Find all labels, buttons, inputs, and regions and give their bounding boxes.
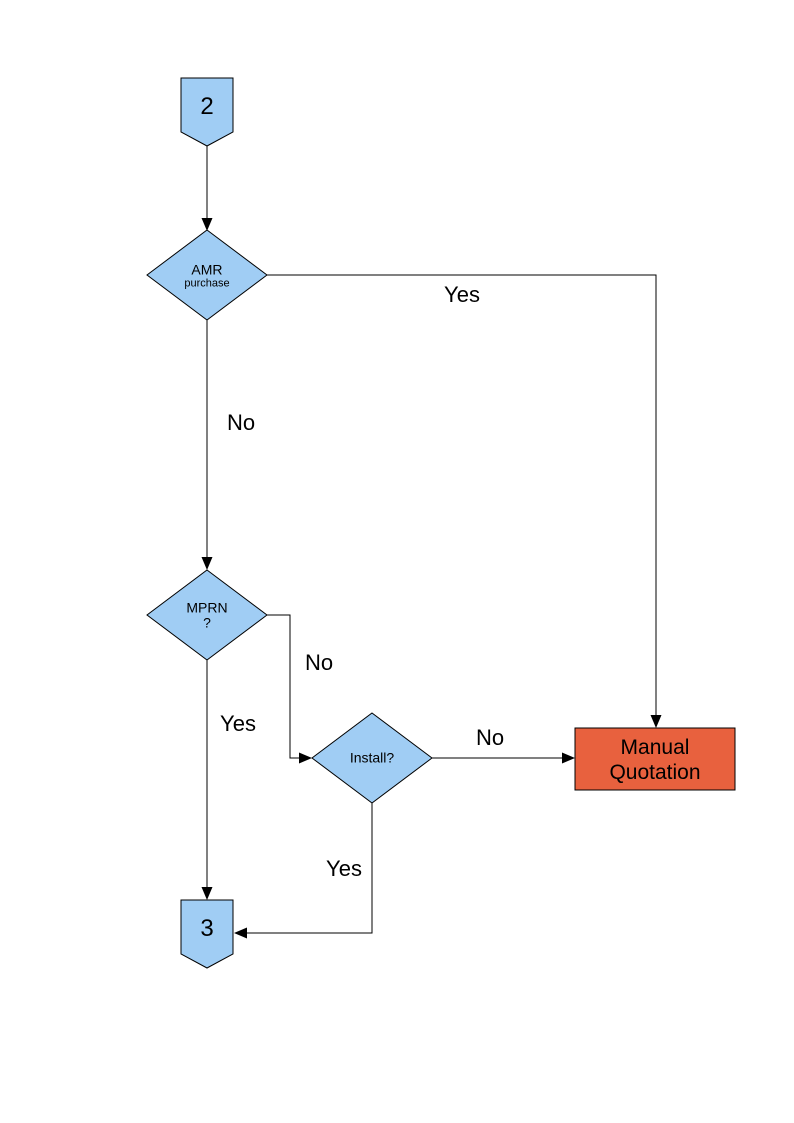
edge-label-mprn-yes: Yes <box>220 710 256 736</box>
off-page-connector-3-label: 3 <box>200 914 214 942</box>
arrowhead-left-connector3 <box>234 927 247 939</box>
decision-install-shape <box>311 712 433 804</box>
edge-label-amr-yes: Yes <box>444 281 480 307</box>
edge-mprn-no-to-install <box>267 614 301 759</box>
mprn-label-line1: MPRN <box>186 599 228 616</box>
edge-label-mprn-no: No <box>304 649 334 675</box>
edge-label-install-yes: Yes <box>326 855 362 881</box>
off-page-connector-3-shape <box>180 899 234 969</box>
amr-label-line1: AMR <box>191 261 223 278</box>
amr-label-line2: purchase <box>184 277 230 290</box>
manual-quotation-box-shape <box>574 727 736 791</box>
edge-amr-yes-to-manual-quotation <box>267 274 657 717</box>
manual-quotation-label: Manual Quotation <box>609 735 700 785</box>
arrowhead-right-manual-quotation <box>562 752 575 764</box>
arrowhead-down-manual-quotation <box>650 715 662 728</box>
arrowhead-down-connector3 <box>201 887 213 900</box>
manual-quotation-line2: Quotation <box>609 761 701 784</box>
edge-label-amr-no: No <box>226 409 256 435</box>
arrowhead-down-mprn <box>201 557 213 570</box>
edge-install-yes-to-connector3 <box>246 803 373 934</box>
decision-amr-purchase-label: AMR purchase <box>184 261 230 290</box>
decision-install-label: Install? <box>349 749 395 766</box>
decision-amr-purchase-shape <box>146 229 268 321</box>
off-page-connector-2-shape <box>180 77 234 147</box>
install-label-line1: Install? <box>349 749 395 766</box>
edge-label-install-no: No <box>475 724 505 750</box>
off-page-connector-2-label: 2 <box>200 92 214 120</box>
manual-quotation-line1: Manual <box>620 736 690 759</box>
mprn-label-line2: ? <box>203 615 211 631</box>
arrowhead-down-amr <box>201 218 213 231</box>
decision-mprn-shape <box>146 569 268 661</box>
arrowhead-right-install <box>299 752 312 764</box>
decision-mprn-label: MPRN ? <box>186 599 228 632</box>
